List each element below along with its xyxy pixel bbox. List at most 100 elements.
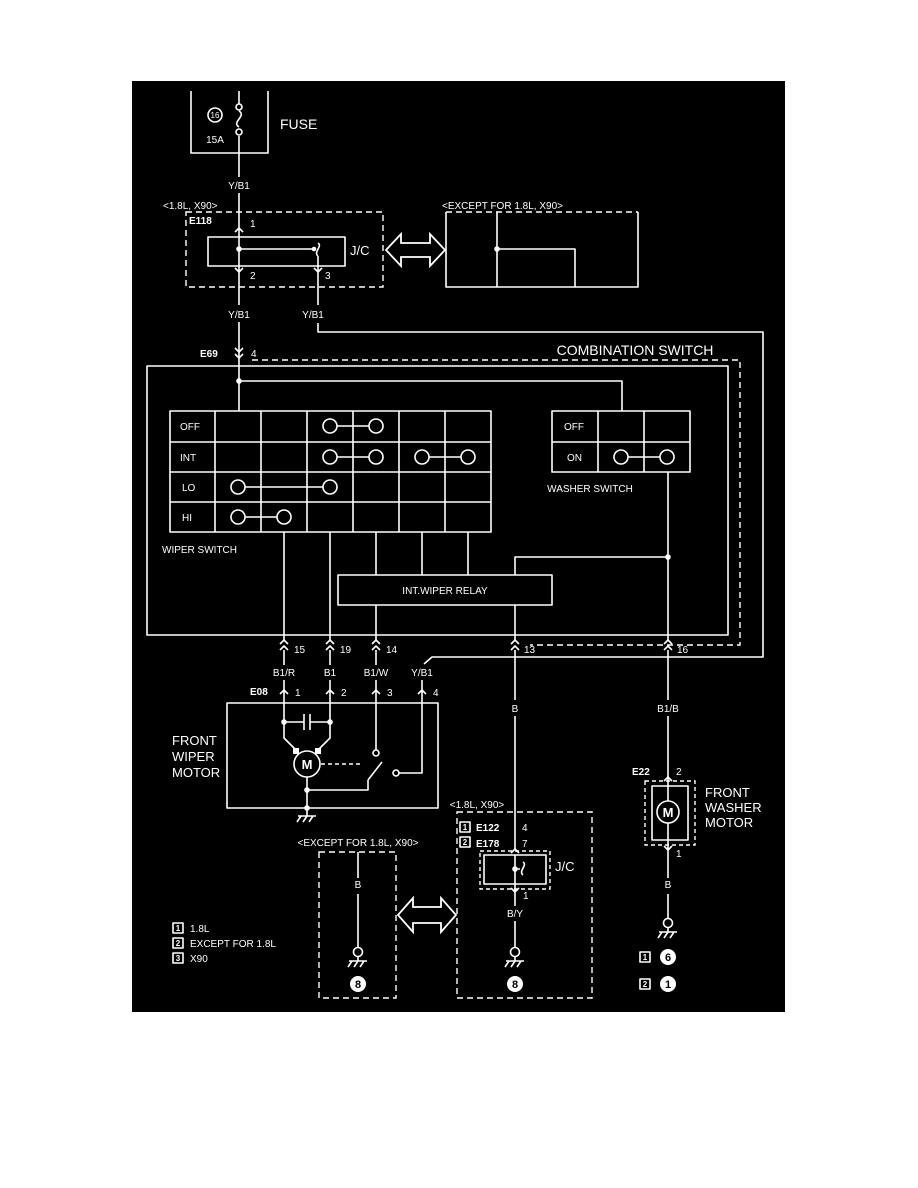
- legend-key-2-box: [172, 937, 184, 949]
- washer-switch-grid-lines: [552, 411, 690, 472]
- wiper-motor-park-switch: [306, 703, 423, 808]
- wiper-motor-capacitor: [283, 703, 331, 730]
- contact-off-b: [368, 418, 384, 434]
- ground-except-variant: <EXCEPT FOR 1.8L, X90> B 8: [298, 838, 419, 999]
- jc-top-connector-id: E118: [189, 216, 212, 227]
- jc-bottom-connector-2-id: E178: [476, 839, 500, 850]
- int-wiper-relay-label: INT.WIPER RELAY: [402, 586, 488, 597]
- jc-bottom-ground-ring: [509, 946, 521, 958]
- legend-key-3: 3: [176, 954, 181, 963]
- wiper-motor-pin-3: 3: [387, 688, 393, 699]
- combination-switch-internal-feed: [238, 366, 623, 411]
- wire-color-relay-13: B: [512, 704, 519, 715]
- ground-except-dashed-outline: [318, 851, 397, 999]
- washer-motor-dashed-outline: [644, 780, 696, 846]
- fuse-rating: 15A: [206, 135, 224, 146]
- junction-connector-top: <1.8L, X90> E118 1 J/C 2 3: [163, 201, 384, 288]
- front-washer-motor: E22 2 M FRONT WASHER MOTOR 1 B 1 6 2 1: [632, 767, 762, 992]
- junction-alternative-top: <EXCEPT FOR 1.8L, X90>: [442, 201, 639, 288]
- combination-switch-feed-node: [236, 378, 242, 384]
- legend-key-1: 1: [176, 924, 181, 933]
- washer-switch-label: WASHER SWITCH: [547, 484, 633, 495]
- wire-color-jc2-out: B/Y: [507, 909, 523, 920]
- legend-text-1: 1.8L: [190, 924, 210, 935]
- jc-bottom-pin-out: 1: [523, 891, 529, 902]
- washer-motor-ground-icon: [657, 928, 677, 939]
- jc-top-box: [207, 236, 346, 267]
- fuse-number: 16: [211, 111, 220, 120]
- washer-position-off: OFF: [564, 422, 584, 433]
- wiper-motor-pin-chevrons: [279, 689, 427, 703]
- wiper-motor-connector-id: E08: [250, 687, 268, 698]
- wire-color-fuse-out: Y/B1: [228, 181, 250, 192]
- jc-bottom-node: [512, 866, 518, 872]
- jc-top-label: J/C: [350, 243, 370, 258]
- terminal-16: 16: [677, 645, 689, 656]
- jc-bottom-connector-1-id: E122: [476, 823, 500, 834]
- ground-except-point: 8: [355, 979, 361, 991]
- washer-ground-key-2: [639, 978, 651, 990]
- wiper-motor-brush-leads: [283, 722, 331, 752]
- terminal-chevrons: [279, 639, 673, 651]
- fuse-element: [235, 91, 243, 153]
- fuse-label: FUSE: [280, 116, 317, 132]
- fuse-box-outline: [190, 91, 269, 154]
- wire-color-jc-out-2: Y/B1: [228, 310, 250, 321]
- wiper-position-hi: HI: [182, 513, 192, 524]
- combination-switch-dashed-boundary: [252, 359, 741, 646]
- contact-lo-b: [322, 479, 338, 495]
- contact-lo-a: [230, 479, 246, 495]
- fuse-number-badge: [207, 107, 223, 123]
- jc-bottom-variant-key-2: [459, 836, 471, 848]
- wire-color-wiper-1: B1/R: [273, 668, 295, 679]
- jc-alt-variant-label: <EXCEPT FOR 1.8L, X90>: [442, 201, 563, 212]
- diagram-panel: [132, 81, 785, 1012]
- wiper-motor-pin-2: 2: [341, 688, 347, 699]
- motor-feed-wires: [283, 650, 669, 850]
- ground-except-point-badge: [350, 976, 366, 992]
- wiper-motor-brush-left: [293, 748, 299, 754]
- wiper-motor-pin-4: 4: [433, 688, 439, 699]
- jc-bottom-variant-key-2-number: 2: [463, 838, 468, 847]
- fuse-terminal-top: [235, 103, 243, 111]
- washer-motor-pin-out: 1: [676, 849, 682, 860]
- washer-relay-node: [665, 554, 671, 560]
- wiper-position-off: OFF: [180, 422, 200, 433]
- jc-alt-outline: [445, 212, 639, 288]
- combination-switch-supply-pin: 4: [251, 349, 257, 360]
- washer-ground-key-2-number: 2: [643, 980, 648, 989]
- wiper-position-int: INT: [180, 453, 196, 464]
- jc-bottom-connector-2-pin: 7: [522, 839, 528, 850]
- jc-top-pin-out-b: 3: [325, 271, 331, 282]
- terminal-13: 13: [524, 645, 536, 656]
- park-feed-wire: [317, 256, 764, 690]
- contact-hi-b: [276, 509, 292, 525]
- jc-bottom-ground-point: 8: [512, 979, 518, 991]
- combination-switch-label: COMBINATION SWITCH: [557, 342, 714, 358]
- combination-switch: E69 4 COMBINATION SWITCH OFF INT LO HI: [146, 342, 741, 646]
- contact-hi-a: [230, 509, 246, 525]
- wiper-motor-label-line-3: MOTOR: [172, 765, 220, 780]
- fuse-block: 16 15A FUSE: [190, 91, 317, 154]
- jc-bottom-ground-point-badge: [507, 976, 523, 992]
- ground-except-ring: [352, 946, 364, 958]
- washer-position-on: ON: [567, 453, 582, 464]
- washer-contact-b: [659, 449, 675, 465]
- jc-top-node: [236, 246, 242, 252]
- jc-alt-node: [494, 246, 500, 252]
- jc-top-pin-in: 1: [250, 219, 256, 230]
- wiper-position-lo: LO: [182, 483, 196, 494]
- wiper-motor-ground-icon: [296, 808, 316, 823]
- combination-switch-connector-id: E69: [200, 349, 218, 360]
- park-switch-contact-upper: [372, 749, 380, 757]
- legend-text-2: EXCEPT FOR 1.8L: [190, 939, 276, 950]
- wire-color-ground-except: B: [355, 880, 362, 891]
- wire-color-wiper-3: B1/W: [364, 668, 389, 679]
- jc-bottom-ground-icon: [504, 957, 524, 968]
- washer-motor-symbol: M: [663, 805, 674, 820]
- washer-motor-label-line-2: WASHER: [705, 800, 762, 815]
- wiper-switch-contact-links: [238, 425, 468, 518]
- wire-color-jc-out-3: Y/B1: [302, 310, 324, 321]
- wire-color-washer-ground: B: [665, 880, 672, 891]
